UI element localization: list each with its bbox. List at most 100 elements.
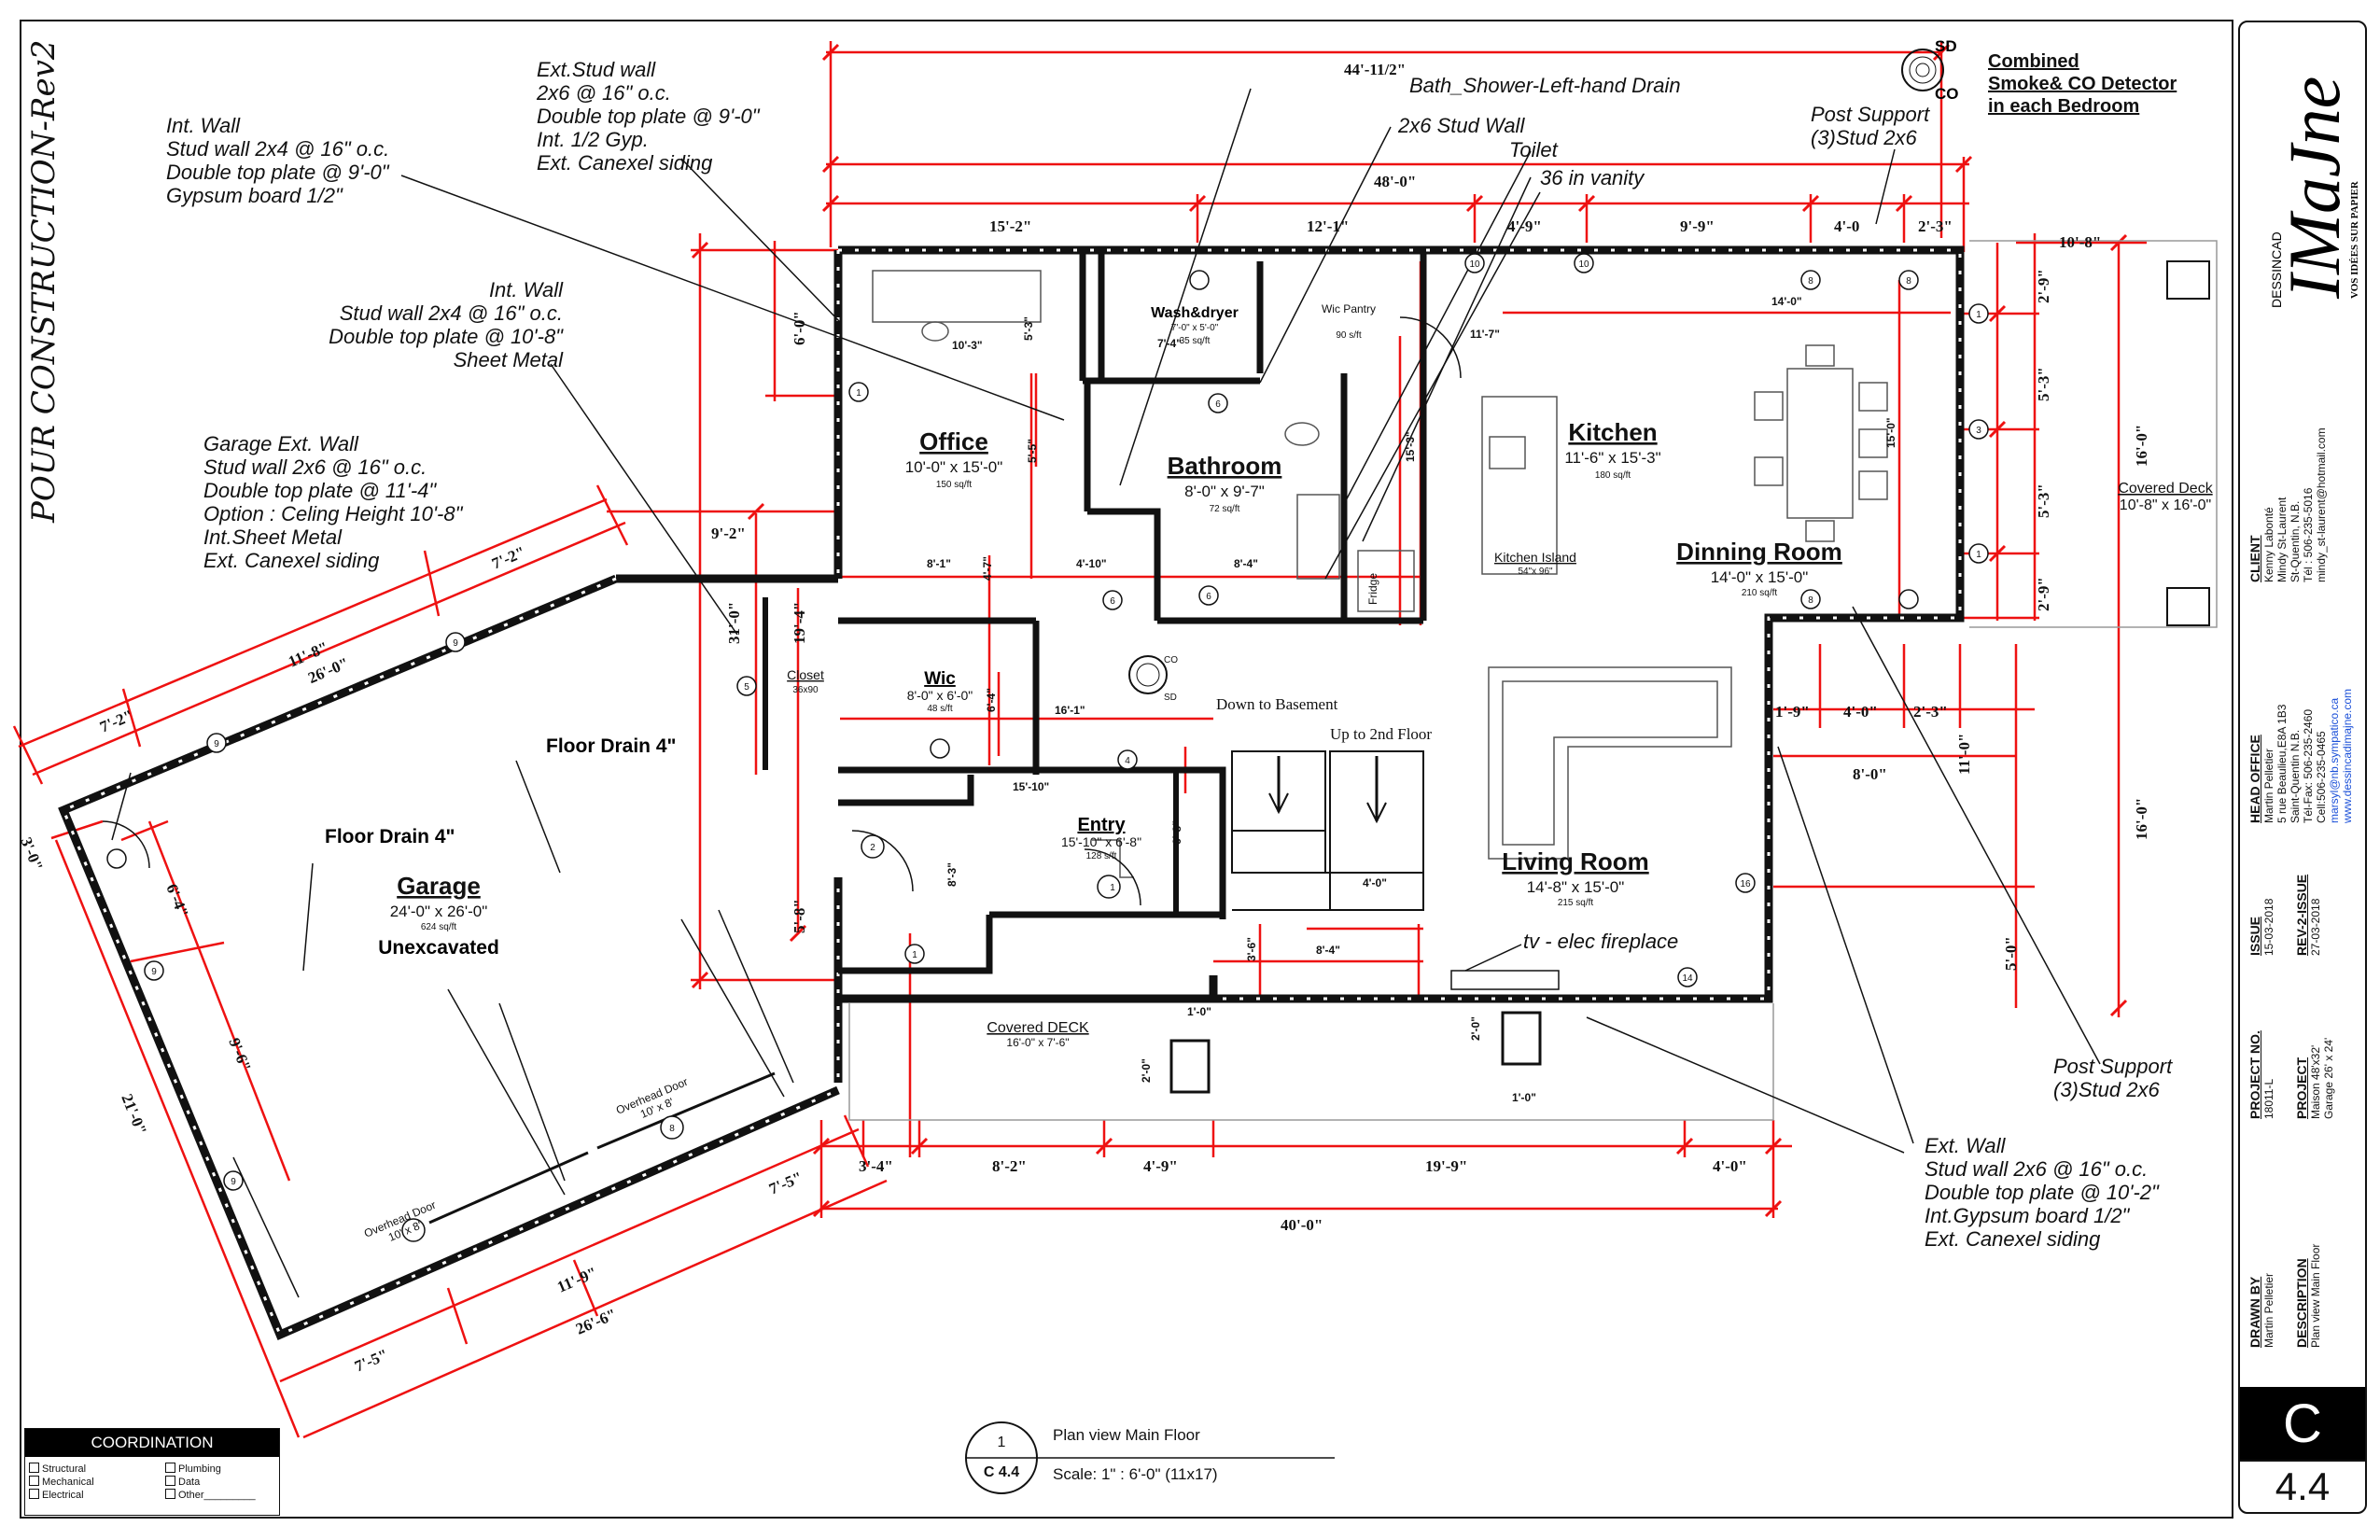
svg-text:10: 10 bbox=[1578, 259, 1589, 270]
note-int-wall-1: Int. Wall Stud wall 2x4 @ 16" o.c. Doubl… bbox=[166, 114, 390, 207]
rev-issue-section: REV-2-ISSUE 27-03-2018 bbox=[2294, 874, 2322, 956]
svg-text:Double top plate @ 10'-2": Double top plate @ 10'-2" bbox=[1925, 1181, 2160, 1204]
checkbox-other[interactable]: Other_________ bbox=[165, 1489, 256, 1501]
svg-text:3: 3 bbox=[1976, 426, 1981, 436]
checkbox-plumbing[interactable]: Plumbing bbox=[165, 1463, 221, 1475]
svg-text:150 sq/ft: 150 sq/ft bbox=[936, 480, 973, 490]
fridge-label: Fridge bbox=[1366, 573, 1379, 605]
room-closet: Closet 36x90 bbox=[787, 667, 824, 695]
svg-text:6'-4": 6'-4" bbox=[985, 688, 998, 712]
head-email-link[interactable]: marsyl@nb.sympatico.ca bbox=[2328, 697, 2341, 823]
view-callout: 1 C 4.4 Plan view Main Floor Scale: 1" :… bbox=[965, 1421, 1335, 1494]
checkbox-electrical[interactable]: Electrical bbox=[29, 1489, 84, 1501]
svg-text:Scale: 1" : 6'-0" (11x17): Scale: 1" : 6'-0" (11x17) bbox=[1053, 1465, 1218, 1483]
stairs bbox=[1231, 750, 1424, 911]
svg-text:Int.Sheet Metal: Int.Sheet Metal bbox=[203, 525, 343, 549]
svg-text:15'-0": 15'-0" bbox=[1884, 417, 1897, 448]
website-link[interactable]: www.dessincadimajne.com bbox=[2341, 688, 2354, 823]
tv-fireplace-label: tv - elec fireplace bbox=[1523, 930, 1678, 953]
svg-text:2: 2 bbox=[870, 843, 875, 853]
note-toilet: Toilet bbox=[1509, 138, 1559, 161]
svg-text:14'-8" x 15'-0": 14'-8" x 15'-0" bbox=[1527, 878, 1625, 896]
svg-text:2'-3": 2'-3" bbox=[1913, 703, 1948, 721]
svg-text:Double top plate @ 11'-4": Double top plate @ 11'-4" bbox=[203, 479, 437, 502]
svg-text:5'-8": 5'-8" bbox=[791, 899, 808, 933]
svg-text:8'-4": 8'-4" bbox=[1316, 944, 1340, 957]
company-logo: DESSINCAD IMaJne VOS IDÉES SUR PAPIER bbox=[2269, 77, 2360, 308]
svg-text:16'-0" x 7'-6": 16'-0" x 7'-6" bbox=[1006, 1036, 1069, 1049]
svg-text:3'-6": 3'-6" bbox=[1245, 937, 1258, 961]
svg-text:16'-1": 16'-1" bbox=[1055, 704, 1085, 717]
svg-text:8'-0" x 9'-7": 8'-0" x 9'-7" bbox=[1184, 483, 1265, 500]
svg-text:10'-8": 10'-8" bbox=[2059, 233, 2101, 251]
svg-text:Garage Ext. Wall: Garage Ext. Wall bbox=[203, 432, 359, 455]
note-post-support-top: Post Support (3)Stud 2x6 bbox=[1811, 103, 1930, 149]
issue-section: ISSUE 15-03-2018 bbox=[2247, 898, 2275, 956]
checkbox-data[interactable]: Data bbox=[165, 1476, 200, 1488]
svg-text:6: 6 bbox=[1110, 596, 1115, 607]
svg-text:8'-0": 8'-0" bbox=[1853, 765, 1887, 783]
svg-text:Gypsum board 1/2": Gypsum board 1/2" bbox=[166, 184, 343, 207]
svg-text:4'-10": 4'-10" bbox=[1076, 557, 1107, 570]
svg-text:9'-2": 9'-2" bbox=[711, 525, 746, 542]
svg-text:35 sq/ft: 35 sq/ft bbox=[1180, 336, 1211, 346]
svg-text:4'-7": 4'-7" bbox=[981, 556, 994, 581]
svg-text:Stud wall 2x4 @ 16" o.c.: Stud wall 2x4 @ 16" o.c. bbox=[340, 301, 563, 325]
up-2nd-floor-label: Up to 2nd Floor bbox=[1330, 725, 1432, 743]
svg-text:4'-0": 4'-0" bbox=[1363, 876, 1387, 889]
svg-text:Wash&dryer: Wash&dryer bbox=[1151, 305, 1239, 321]
svg-text:Plan view Main Floor: Plan view Main Floor bbox=[1053, 1426, 1200, 1444]
svg-text:16: 16 bbox=[1740, 879, 1751, 889]
svg-text:3'-4": 3'-4" bbox=[859, 1157, 893, 1175]
svg-text:4'-9": 4'-9" bbox=[1507, 217, 1542, 235]
svg-text:Sheet Metal: Sheet Metal bbox=[454, 348, 565, 371]
room-bathroom: Bathroom 8'-0" x 9'-7" 72 sq/ft bbox=[1168, 452, 1282, 514]
checkbox-mechanical[interactable]: Mechanical bbox=[29, 1476, 94, 1488]
head-office-section: HEAD OFFICE Martin Pelletier 5 rue Beaul… bbox=[2247, 688, 2354, 823]
title-block: DESSINCAD IMaJne VOS IDÉES SUR PAPIER CL… bbox=[2238, 21, 2367, 1514]
svg-text:2'-0": 2'-0" bbox=[1140, 1058, 1153, 1083]
note-ext-stud-wall: Ext.Stud wall 2x6 @ 16" o.c. Double top … bbox=[536, 58, 761, 175]
room-living: Living Room 14'-8" x 15'-0" 215 sq/ft bbox=[1502, 847, 1648, 908]
svg-text:48 s/ft: 48 s/ft bbox=[927, 704, 952, 714]
kitchen-island-label: Kitchen Island 54"x 96" bbox=[1494, 550, 1576, 577]
floor-drain-2: Floor Drain 4" bbox=[325, 826, 455, 847]
svg-text:10'-0" x 15'-0": 10'-0" x 15'-0" bbox=[905, 458, 1003, 476]
checkbox-structural[interactable]: Structural bbox=[29, 1463, 86, 1475]
svg-text:Ext. Wall: Ext. Wall bbox=[1925, 1134, 2007, 1157]
svg-text:Combined: Combined bbox=[1988, 51, 2079, 72]
leader-lines bbox=[111, 88, 2101, 1154]
svg-text:8'-0" x 6'-0": 8'-0" x 6'-0" bbox=[907, 688, 973, 703]
svg-text:14'-0": 14'-0" bbox=[1771, 295, 1802, 308]
svg-text:(3)Stud 2x6: (3)Stud 2x6 bbox=[2053, 1078, 2160, 1101]
svg-text:Double top plate @ 9'-0": Double top plate @ 9'-0" bbox=[537, 105, 761, 128]
covered-deck-right: Covered Deck 10'-8" x 16'-0" bbox=[2118, 481, 2213, 513]
svg-text:9: 9 bbox=[151, 967, 157, 977]
svg-text:7'-0" x 5'-0": 7'-0" x 5'-0" bbox=[1171, 323, 1219, 333]
sheet-number: 4.4 bbox=[2240, 1460, 2365, 1512]
svg-text:4'-9": 4'-9" bbox=[1143, 1157, 1178, 1175]
svg-text:1: 1 bbox=[1976, 550, 1981, 560]
svg-text:14'-0" x 15'-0": 14'-0" x 15'-0" bbox=[1711, 568, 1809, 586]
svg-text:in each Bedroom: in each Bedroom bbox=[1988, 96, 2139, 117]
svg-text:1'-9": 1'-9" bbox=[1775, 703, 1810, 721]
svg-text:6'-8": 6'-8" bbox=[1170, 820, 1183, 845]
svg-text:8: 8 bbox=[1808, 276, 1813, 287]
note-garage-ext-wall: Garage Ext. Wall Stud wall 2x6 @ 16" o.c… bbox=[203, 432, 464, 572]
svg-text:Bathroom: Bathroom bbox=[1168, 452, 1282, 480]
revision-stamp: POUR CONSTRUCTION-Rev2 bbox=[25, 40, 63, 524]
svg-text:Stud wall 2x6 @ 16" o.c.: Stud wall 2x6 @ 16" o.c. bbox=[1925, 1157, 2148, 1181]
client-section: CLIENT Kenny Labonté Mindy St-Laurent St… bbox=[2247, 427, 2328, 582]
svg-text:19'-9": 19'-9" bbox=[1425, 1157, 1467, 1175]
svg-text:16'-0": 16'-0" bbox=[2133, 798, 2150, 840]
svg-text:54"x 96": 54"x 96" bbox=[1518, 567, 1553, 577]
svg-text:19'-4": 19'-4" bbox=[791, 602, 808, 644]
sd-label: SD bbox=[1935, 37, 1957, 55]
svg-text:2'-0": 2'-0" bbox=[1469, 1016, 1482, 1041]
svg-text:9: 9 bbox=[231, 1177, 236, 1187]
svg-text:11'-7": 11'-7" bbox=[1470, 328, 1500, 341]
svg-text:44'-11/2": 44'-11/2" bbox=[1344, 61, 1406, 78]
svg-text:8'-4": 8'-4" bbox=[1234, 557, 1258, 570]
